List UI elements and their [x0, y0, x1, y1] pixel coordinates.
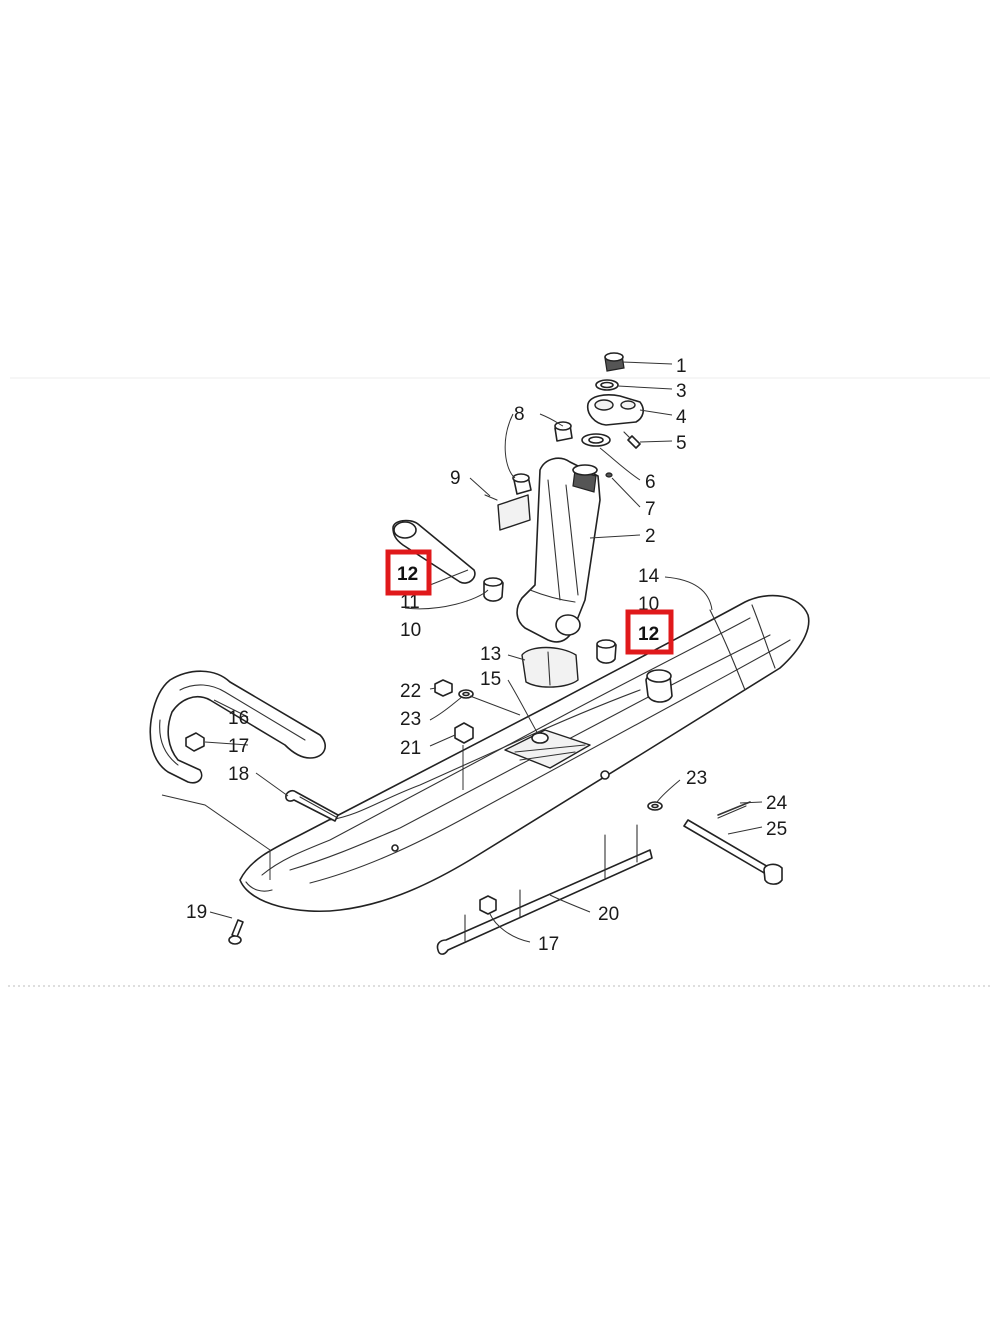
cotter-pin	[717, 801, 751, 819]
callout-12-left: 12	[397, 564, 418, 585]
ski-handle	[149, 670, 326, 784]
tip-screw	[228, 919, 244, 945]
hex-nut	[454, 722, 474, 744]
lock-nut-top	[434, 679, 453, 697]
callout-11: 11	[400, 592, 420, 613]
callout-10-left: 10	[400, 620, 421, 641]
callout-labels: 1 3 4 5 6 7 2 8 9 11 10 14 10 13 15 22 2…	[186, 356, 788, 955]
callout-8: 8	[514, 404, 525, 425]
highlight-box-right	[625, 609, 674, 655]
callout-15: 15	[480, 669, 501, 690]
o-ring	[595, 379, 619, 391]
ski-bolt	[683, 819, 783, 885]
callout-13: 13	[480, 644, 501, 665]
ski-bolt-sleeve	[392, 519, 476, 584]
callout-3: 3	[676, 381, 687, 402]
leader-lines	[161, 361, 763, 943]
callout-22: 22	[400, 681, 421, 702]
callout-18: 18	[228, 764, 249, 785]
spindle-bushing-left	[483, 577, 504, 602]
ski-bolt-sleeve-right	[645, 669, 673, 703]
cap-plug	[604, 352, 625, 372]
steering-arm	[586, 394, 645, 426]
callout-7: 7	[645, 499, 656, 520]
callout-23-right: 23	[686, 768, 707, 789]
spindle	[516, 457, 601, 643]
spindle-washer	[581, 433, 611, 447]
spindle-bushing	[512, 421, 573, 495]
callout-12-right: 12	[638, 624, 659, 645]
callout-2: 2	[645, 526, 656, 547]
callout-5: 5	[676, 433, 687, 454]
washer-left	[458, 689, 474, 699]
callout-9: 9	[450, 468, 461, 489]
highlighted-callout-12-right: 12	[625, 609, 674, 655]
ski-body	[239, 594, 810, 913]
washer-right	[647, 801, 663, 811]
callout-17-bottom: 17	[538, 934, 559, 955]
spindle-bushing-right	[596, 639, 617, 664]
bumper-pad	[531, 732, 549, 744]
spindle-pin	[605, 472, 613, 478]
highlight-box-left	[385, 549, 432, 596]
callout-20: 20	[598, 904, 619, 925]
arm-bolt	[623, 431, 641, 449]
callout-16: 16	[228, 708, 249, 729]
handle-nut	[185, 732, 205, 752]
bumper-block	[521, 646, 579, 688]
wear-bar-nut	[479, 895, 497, 915]
callout-1: 1	[676, 356, 687, 377]
grease-fitting	[484, 494, 531, 531]
callout-4: 4	[676, 407, 687, 428]
callout-21: 21	[400, 738, 421, 759]
callout-6: 6	[645, 472, 656, 493]
callout-17-top: 17	[228, 736, 249, 757]
callout-24: 24	[766, 793, 788, 814]
callout-19: 19	[186, 902, 207, 923]
wear-bar	[436, 824, 653, 955]
callout-23-left: 23	[400, 709, 421, 730]
callout-25: 25	[766, 819, 787, 840]
callout-14: 14	[638, 566, 660, 587]
highlighted-callout-12-left: 12	[385, 549, 432, 596]
handle-bolt	[285, 790, 339, 822]
